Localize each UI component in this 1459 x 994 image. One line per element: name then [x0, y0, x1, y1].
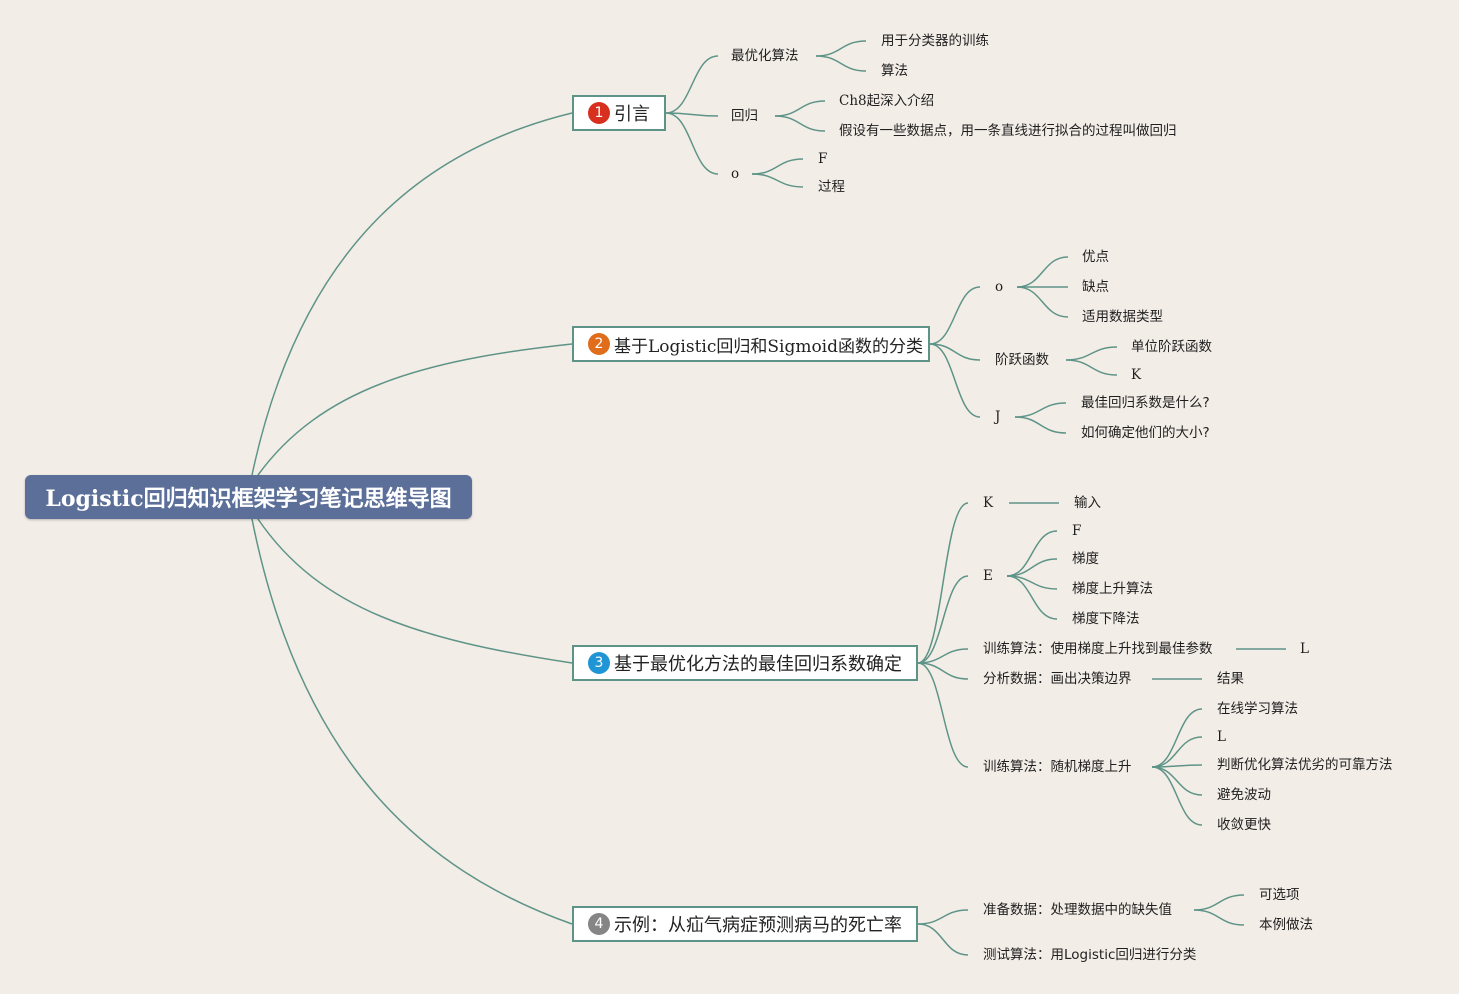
link-b2-n2-2	[1065, 359, 1118, 376]
link-b3-n2-2	[1006, 558, 1058, 577]
link-b1-n3-1	[751, 158, 804, 175]
link-b2-n1-3	[1016, 286, 1069, 318]
b3-node-1-leaf-1[interactable]: 输入	[1074, 495, 1101, 511]
b3-node-5-leaf-4[interactable]: 避免波动	[1217, 787, 1271, 803]
b3-node-3-leaf-1[interactable]: L	[1300, 641, 1309, 657]
link-b3-1	[917, 502, 969, 664]
link-b2-n3-1	[1014, 402, 1067, 418]
link-b3-n5-1	[1151, 708, 1203, 768]
b3-node-4-leaf-1[interactable]: 结果	[1217, 671, 1244, 687]
link-b3-4	[917, 662, 969, 680]
link-b4-n1-1	[1193, 894, 1245, 911]
b3-node-2-leaf-2[interactable]: 梯度	[1072, 551, 1099, 567]
b1-node-3-leaf-2[interactable]: 过程	[818, 179, 845, 195]
link-b3-n2-1	[1006, 530, 1058, 577]
link-root-branch-1	[251, 112, 573, 476]
b1-node-1[interactable]: 最优化算法	[731, 48, 799, 64]
b3-node-1[interactable]: K	[983, 495, 994, 511]
link-b3-n2-4	[1006, 575, 1058, 620]
link-b2-1	[929, 286, 981, 345]
branch-3-label: 基于最优化方法的最佳回归系数确定	[614, 654, 902, 675]
link-b4-n1-2	[1193, 909, 1245, 926]
link-b1-1	[665, 55, 719, 114]
link-b2-2	[929, 343, 981, 361]
b1-node-1-leaf-1[interactable]: 用于分类器的训练	[881, 33, 989, 49]
b3-node-5[interactable]: 训练算法：随机梯度上升	[983, 759, 1132, 775]
b2-node-1[interactable]: o	[995, 279, 1004, 295]
b2-node-3-leaf-1[interactable]: 最佳回归系数是什么?	[1081, 395, 1210, 411]
b1-node-2-leaf-1[interactable]: Ch8起深入介绍	[839, 93, 935, 109]
b2-node-1-leaf-2[interactable]: 缺点	[1082, 279, 1109, 295]
link-b2-3	[929, 343, 981, 418]
branch-1-label: 引言	[614, 104, 650, 125]
b2-node-2[interactable]: 阶跃函数	[995, 352, 1049, 368]
b2-node-1-leaf-1[interactable]: 优点	[1082, 249, 1109, 265]
branch-2-label: 基于Logistic回归和Sigmoid函数的分类	[614, 336, 923, 357]
b4-node-1[interactable]: 准备数据：处理数据中的缺失值	[983, 902, 1172, 918]
link-b2-n2-1	[1065, 346, 1118, 361]
branch-2-topic[interactable]: 2 基于Logistic回归和Sigmoid函数的分类	[572, 326, 930, 362]
b4-node-1-leaf-2[interactable]: 本例做法	[1259, 917, 1313, 933]
root-topic[interactable]: Logistic回归知识框架学习笔记思维导图	[25, 475, 472, 519]
branch-2-number-badge: 2	[588, 333, 610, 355]
b2-node-1-leaf-3[interactable]: 适用数据类型	[1082, 309, 1163, 325]
b2-node-3[interactable]: J	[995, 409, 1001, 425]
link-b2-n3-2	[1014, 416, 1067, 434]
b1-node-2[interactable]: 回归	[731, 108, 758, 124]
link-b1-n2-2	[774, 115, 826, 132]
link-b4-2	[917, 923, 969, 956]
branch-3-number-badge: 3	[588, 652, 610, 674]
link-b2-n1-1	[1016, 256, 1069, 288]
b3-node-3[interactable]: 训练算法：使用梯度上升找到最佳参数	[983, 641, 1213, 657]
b4-node-1-leaf-1[interactable]: 可选项	[1259, 887, 1300, 903]
link-root-branch-4	[251, 518, 573, 925]
link-b4-1	[917, 909, 969, 925]
link-b3-n5-2	[1151, 736, 1203, 768]
link-b3-5	[917, 662, 969, 768]
link-b3-n5-5	[1151, 766, 1203, 826]
link-b1-n2-1	[774, 100, 826, 117]
b3-node-5-leaf-3[interactable]: 判断优化算法优劣的可靠方法	[1217, 757, 1393, 773]
b3-node-5-leaf-5[interactable]: 收敛更快	[1217, 817, 1271, 833]
branch-4-label: 示例：从疝气病症预测病马的死亡率	[614, 915, 902, 936]
link-b3-2	[917, 575, 969, 664]
b4-node-2[interactable]: 测试算法：用Logistic回归进行分类	[983, 947, 1197, 963]
b2-node-2-leaf-2[interactable]: K	[1131, 367, 1142, 383]
link-b1-n1-1	[815, 40, 867, 57]
b3-node-2-leaf-1[interactable]: F	[1072, 523, 1082, 539]
b1-node-1-leaf-2[interactable]: 算法	[881, 63, 908, 79]
link-b1-n1-2	[815, 55, 867, 72]
b3-node-4[interactable]: 分析数据：画出决策边界	[983, 671, 1132, 687]
link-b1-n3-2	[751, 173, 804, 188]
b1-node-3-leaf-1[interactable]: F	[818, 151, 828, 167]
b3-node-2-leaf-4[interactable]: 梯度下降法	[1072, 611, 1140, 627]
b1-node-2-leaf-2[interactable]: 假设有一些数据点，用一条直线进行拟合的过程叫做回归	[839, 123, 1177, 139]
b3-node-2-leaf-3[interactable]: 梯度上升算法	[1072, 581, 1153, 597]
b3-node-2[interactable]: E	[983, 568, 993, 584]
branch-1-topic[interactable]: 1 引言	[572, 95, 666, 131]
link-b1-2	[665, 112, 719, 117]
b1-node-3[interactable]: o	[731, 166, 740, 182]
branch-3-topic[interactable]: 3 基于最优化方法的最佳回归系数确定	[572, 645, 918, 681]
b3-node-5-leaf-1[interactable]: 在线学习算法	[1217, 701, 1298, 717]
b3-node-5-leaf-2[interactable]: L	[1217, 729, 1226, 745]
branch-4-topic[interactable]: 4 示例：从疝气病症预测病马的死亡率	[572, 906, 918, 942]
b2-node-2-leaf-1[interactable]: 单位阶跃函数	[1131, 339, 1212, 355]
b2-node-3-leaf-2[interactable]: 如何确定他们的大小?	[1081, 425, 1210, 441]
branch-1-number-badge: 1	[588, 102, 610, 124]
root-title: Logistic回归知识框架学习笔记思维导图	[45, 486, 452, 512]
link-root-branch-2	[257, 343, 573, 476]
link-b1-3	[665, 112, 719, 175]
link-b3-n5-4	[1151, 766, 1203, 796]
link-root-branch-3	[257, 518, 573, 664]
branch-4-number-badge: 4	[588, 913, 610, 935]
